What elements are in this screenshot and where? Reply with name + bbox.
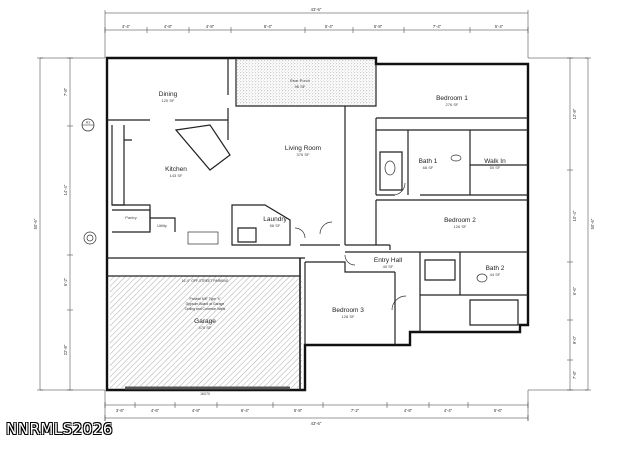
bottom-dim-7: 4'-8" — [404, 408, 413, 413]
room-living-area: 376 SF — [297, 152, 310, 157]
left-dim-2: 14'-4" — [63, 184, 68, 195]
right-dim-2: 10'-4" — [572, 210, 577, 221]
fixtures — [83, 154, 488, 311]
bottom-dim-6: 7'-2" — [351, 408, 360, 413]
porch-fill — [236, 58, 376, 106]
room-kitchen-area: 143 SF — [170, 173, 183, 178]
bottom-dim-8: 4'-4" — [444, 408, 453, 413]
room-bath2-area: 44 SF — [490, 272, 501, 277]
top-dim-3: 4'-8" — [206, 24, 215, 29]
top-dim-4: 8'-4" — [264, 24, 273, 29]
right-overall-dim: 50'-6" — [590, 218, 595, 229]
room-bedroom3-label: Bedroom 3 — [332, 307, 364, 314]
room-labels: Dining 120 SF Kitchen 143 SF Living Room… — [125, 78, 506, 330]
room-walkin-label: Walk In — [484, 158, 506, 165]
top-dim-1: 4'-4" — [122, 24, 131, 29]
room-bedroom1-label: Bedroom 1 — [436, 95, 468, 102]
ref-mark-label: A1 — [86, 121, 90, 125]
room-utility-label: Utility — [157, 223, 167, 228]
right-dim-1: 12'-8" — [572, 108, 577, 119]
left-dim-3: 6'-2" — [63, 277, 68, 286]
left-dim-4: 22'-8" — [63, 344, 68, 355]
bottom-dim-2: 4'-6" — [151, 408, 160, 413]
garage-hatch — [110, 276, 302, 388]
watermark: NNRMLS2026 — [6, 420, 113, 438]
right-dim-4: 9'-0" — [572, 335, 577, 344]
room-bath1-area: 68 SF — [423, 165, 434, 170]
bottom-dim-9: 5'-6" — [494, 408, 503, 413]
room-laundry-label: Laundry — [263, 216, 287, 223]
bottom-dim-5: 5'-8" — [294, 408, 303, 413]
dimension-text: 43'-6" 43'-6" 4'-4" 4'-8" 4'-8" 8'-4" 5'… — [33, 7, 595, 426]
room-dining-area: 120 SF — [162, 98, 175, 103]
room-bedroom2-label: Bedroom 2 — [444, 217, 476, 224]
bottom-dim-4: 6'-4" — [241, 408, 250, 413]
room-pantry-label: Pantry — [125, 215, 137, 220]
room-laundry-area: 56 SF — [270, 223, 281, 228]
garage-parking-note: 16'-0" OFF-STREET PARKING — [182, 279, 229, 283]
overall-top-dim: 43'-6" — [311, 7, 322, 12]
top-dim-5: 5'-4" — [325, 24, 334, 29]
room-porch-label: Rear Porch — [290, 78, 310, 83]
room-garage-label: Garage — [194, 318, 216, 325]
room-living-label: Living Room — [285, 145, 321, 152]
left-overall-dim: 50'-6" — [33, 218, 38, 229]
room-entry-label: Entry Hall — [374, 257, 403, 264]
right-dim-5: 7'-8" — [572, 370, 577, 379]
room-bath1-label: Bath 1 — [419, 158, 438, 165]
top-dim-8: 5'-4" — [495, 24, 504, 29]
dimension-lines — [37, 10, 591, 421]
garage-notes: 16'-0" OFF-STREET PARKING Provide 5/8" T… — [182, 279, 229, 396]
interior-walls — [107, 58, 528, 390]
bottom-dim-3: 4'-8" — [192, 408, 201, 413]
room-bath2-label: Bath 2 — [486, 265, 505, 272]
right-dim-3: 6'-6" — [572, 286, 577, 295]
room-bedroom1-area: 276 SF — [446, 102, 459, 107]
room-porch-area: 96 SF — [295, 84, 306, 89]
room-bedroom2-area: 126 SF — [454, 224, 467, 229]
room-dining-label: Dining — [159, 91, 178, 98]
top-dim-7: 7'-4" — [433, 24, 442, 29]
room-kitchen-label: Kitchen — [165, 166, 187, 173]
exterior-walls — [105, 56, 530, 392]
room-walkin-area: 50 SF — [490, 165, 501, 170]
garage-door-size: 16X70 — [200, 392, 210, 396]
room-entry-area: 40 SF — [383, 264, 394, 269]
overall-bottom-dim: 43'-6" — [311, 421, 322, 426]
top-dim-2: 4'-8" — [164, 24, 173, 29]
left-dim-1: 7'-8" — [63, 87, 68, 96]
room-bedroom3-area: 128 SF — [342, 314, 355, 319]
garage-note-line-3: Ceiling and Common Walls — [185, 307, 226, 311]
top-dim-6: 5'-8" — [374, 24, 383, 29]
section-reference-mark: A1 — [81, 118, 95, 132]
garage-note-line-1: Provide 5/8" Type 'X' — [189, 297, 220, 301]
garage-note-line-2: Gypsum Board at Garage — [186, 302, 225, 306]
room-garage-area: 470 SF — [199, 325, 212, 330]
bottom-dim-1: 3'-6" — [116, 408, 125, 413]
